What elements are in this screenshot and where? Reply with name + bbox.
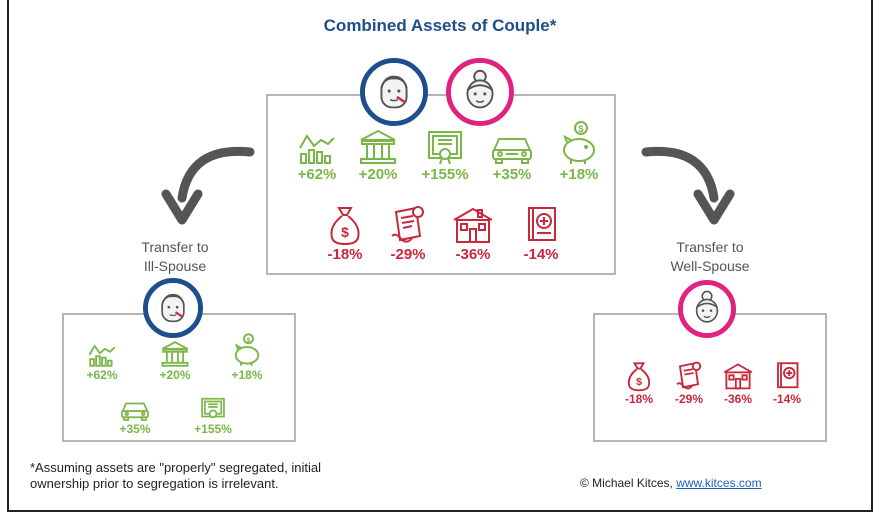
footnote-line2: ownership prior to segregation is irrele… — [30, 476, 279, 491]
combined-gain-certificate: +155% — [415, 128, 475, 183]
gain-value: +62% — [297, 166, 337, 183]
gain-value: +35% — [119, 422, 151, 436]
medical-book-icon — [777, 362, 799, 389]
well-item-medical: -14% — [757, 360, 817, 406]
gain-value: +18% — [231, 368, 263, 382]
arrow-to-well-spouse — [641, 146, 735, 225]
ill-spouse-label: Transfer to Ill-Spouse — [110, 238, 240, 276]
husband-avatar — [360, 58, 428, 126]
ill-item-piggy: $ +18% — [217, 332, 277, 382]
diagram-title: Combined Assets of Couple* — [323, 16, 557, 35]
money-bag-icon: $ — [627, 362, 651, 392]
gain-value: +20% — [358, 166, 398, 183]
arrow-to-ill-spouse — [161, 146, 255, 225]
gain-value: +62% — [86, 368, 118, 382]
well-spouse-label: Transfer to Well-Spouse — [645, 238, 775, 276]
certificate-icon — [428, 131, 462, 165]
piggy-bank-icon: $ — [234, 333, 260, 366]
svg-text:$: $ — [578, 124, 583, 134]
combined-assets-box — [266, 94, 616, 275]
well-item-money-bag: $ -18% — [609, 360, 669, 406]
credit: © Michael Kitces, www.kitces.com — [580, 476, 762, 490]
loss-value: -29% — [674, 392, 703, 406]
svg-text:$: $ — [341, 224, 349, 240]
loss-value: -36% — [723, 392, 752, 406]
car-icon — [492, 138, 532, 164]
combined-gain-car: +35% — [482, 128, 542, 183]
money-bag-icon: $ — [330, 207, 360, 246]
ill-item-bank: +20% — [145, 340, 205, 382]
medical-book-icon — [528, 207, 556, 241]
combined-gain-piggy: $ +18% — [549, 120, 609, 183]
figure-frame — [7, 0, 873, 512]
combined-loss-money-bag: $ -18% — [315, 204, 375, 263]
ill-item-stocks: +62% — [72, 340, 132, 382]
document-seal-icon — [676, 361, 702, 390]
loss-value: -36% — [455, 246, 491, 263]
car-icon — [121, 402, 149, 421]
gain-value: +20% — [159, 368, 191, 382]
loss-value: -14% — [772, 392, 801, 406]
ill-spouse-avatar — [143, 278, 203, 338]
loss-value: -14% — [523, 246, 559, 263]
ill-item-certificate: +155% — [183, 396, 243, 436]
combined-gain-stocks: +62% — [287, 128, 347, 183]
combined-loss-medical: -14% — [511, 204, 571, 263]
bank-icon — [360, 129, 396, 164]
loss-value: -18% — [327, 246, 363, 263]
loss-value: -18% — [624, 392, 653, 406]
house-icon — [453, 207, 493, 243]
footnote-line1: *Assuming assets are "properly" segregat… — [30, 460, 322, 475]
well-spouse-avatar — [678, 280, 736, 338]
bank-icon — [161, 341, 189, 367]
gain-value: +35% — [492, 166, 532, 183]
well-item-document: -29% — [659, 360, 719, 406]
stock-chart-icon — [299, 134, 335, 164]
well-item-house: -36% — [708, 360, 768, 406]
svg-text:$: $ — [636, 376, 642, 388]
document-seal-icon — [391, 206, 424, 243]
well-spouse-label-line1: Transfer to — [676, 239, 744, 255]
wife-avatar — [446, 58, 514, 126]
stock-chart-icon — [88, 344, 116, 367]
credit-prefix: © Michael Kitces, — [580, 476, 677, 490]
well-spouse-label-line2: Well-Spouse — [670, 258, 750, 274]
credit-link[interactable]: www.kitces.com — [676, 476, 762, 490]
combined-gain-bank: +20% — [348, 128, 408, 183]
combined-loss-document: -29% — [378, 204, 438, 263]
ill-item-car: +35% — [105, 396, 165, 436]
combined-loss-house: -36% — [443, 204, 503, 263]
gain-value: +155% — [194, 422, 232, 436]
gain-value: +18% — [559, 166, 599, 183]
piggy-bank-icon: $ — [563, 121, 595, 164]
loss-value: -29% — [390, 246, 426, 263]
gain-value: +155% — [421, 166, 469, 183]
house-icon — [723, 363, 753, 390]
ill-spouse-label-line1: Transfer to — [141, 239, 209, 255]
footnote: *Assuming assets are "properly" segregat… — [30, 460, 321, 492]
certificate-icon — [201, 397, 225, 419]
svg-text:$: $ — [247, 337, 251, 344]
ill-spouse-label-line2: Ill-Spouse — [143, 258, 207, 274]
